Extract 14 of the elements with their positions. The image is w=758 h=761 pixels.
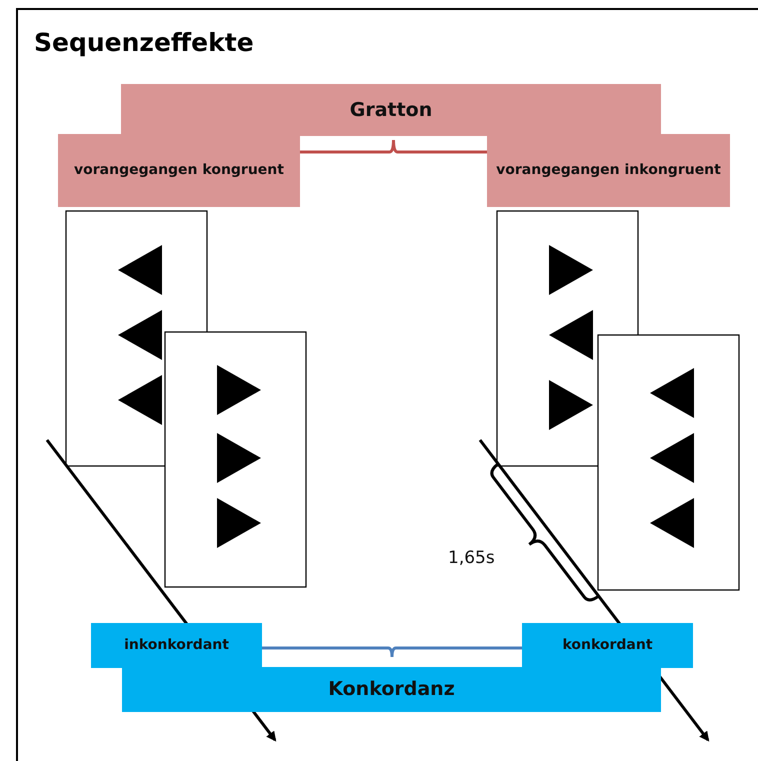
duration-label: 1,65s — [448, 548, 495, 568]
label-box — [522, 623, 693, 668]
box-label: inkonkordant — [124, 636, 229, 655]
box-label: Konkordanz — [328, 677, 455, 702]
label-box — [91, 623, 262, 668]
title: Sequenzeffekte — [34, 28, 254, 57]
label-box — [121, 84, 661, 136]
box-label: Gratton — [350, 98, 432, 122]
label-box — [58, 134, 300, 207]
box-label: konkordant — [562, 636, 653, 655]
label-box — [487, 134, 730, 207]
box-label: vorangegangen inkongruent — [496, 161, 721, 180]
label-box — [122, 667, 661, 712]
box-label: vorangegangen kongruent — [74, 161, 284, 180]
